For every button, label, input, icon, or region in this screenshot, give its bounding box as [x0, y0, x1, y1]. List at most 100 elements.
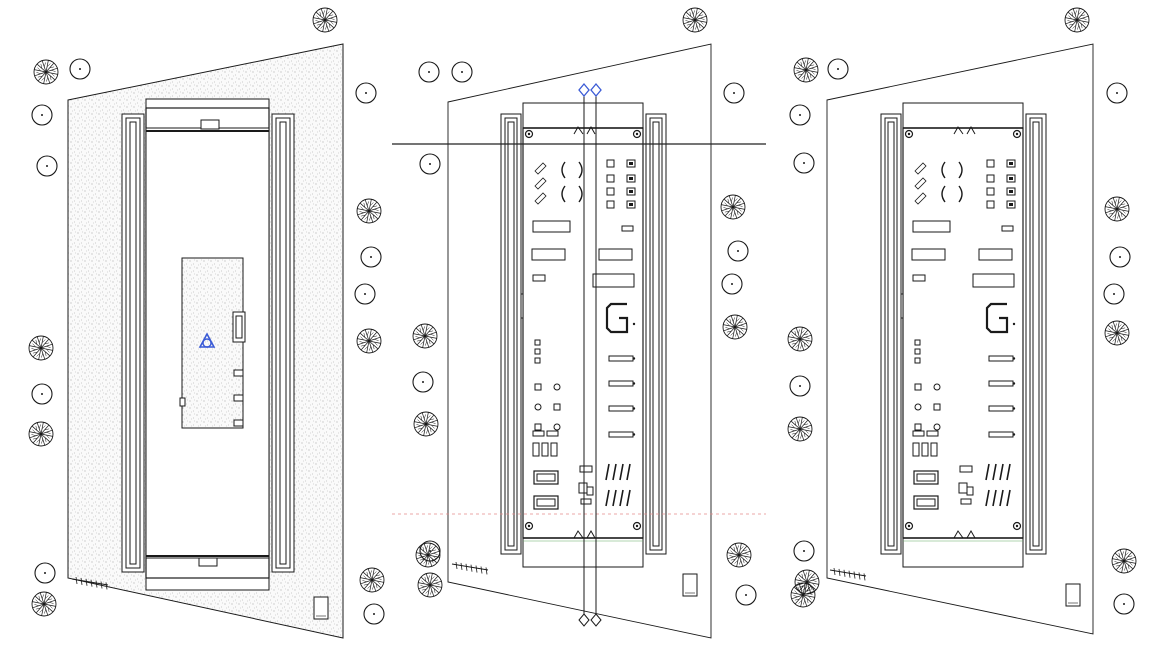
elevation-marker-icon — [682, 573, 698, 597]
rack-icon — [608, 355, 634, 362]
top-door — [200, 119, 220, 130]
locker-icon — [532, 442, 540, 457]
shrub-icon — [412, 371, 434, 393]
fixture-icon — [914, 162, 927, 175]
shrub-icon — [419, 540, 441, 562]
socket-icon — [606, 159, 615, 168]
counter-block — [532, 220, 571, 233]
interior-layout — [500, 102, 667, 568]
shrub-icon — [727, 240, 749, 262]
door-swing-icon — [953, 529, 976, 539]
locker-icon — [921, 442, 929, 457]
locker-icon — [930, 442, 938, 457]
chair-icon — [578, 185, 583, 203]
chair-icon — [561, 161, 566, 179]
shrub-icon — [789, 104, 811, 126]
tree-icon — [356, 198, 382, 224]
socket-icon — [986, 187, 995, 196]
elevation-marker-icon — [578, 613, 602, 627]
small-panel — [532, 274, 546, 282]
rack-icon — [608, 431, 634, 438]
tree-icon — [1111, 548, 1137, 574]
tree-icon — [682, 7, 708, 33]
counter-block — [531, 248, 566, 261]
door-swing-icon — [573, 125, 596, 135]
shrub-icon — [793, 152, 815, 174]
socket-icon — [606, 200, 615, 209]
shrub-icon — [789, 375, 811, 397]
counter-block — [912, 220, 951, 233]
tree-icon — [787, 326, 813, 352]
shrub-icon — [723, 82, 745, 104]
chair-icon — [958, 161, 963, 179]
fixture-icon — [534, 162, 547, 175]
g-fixture — [605, 302, 629, 334]
fixture-icon — [914, 177, 927, 190]
chair-icon — [561, 185, 566, 203]
shrub-icon — [735, 584, 757, 606]
shrub-icon — [1113, 593, 1135, 615]
scale-bar-icon — [451, 561, 489, 575]
tree-icon — [413, 411, 439, 437]
shrub-icon — [451, 61, 473, 83]
g-fixture — [985, 302, 1009, 334]
door-swing-icon — [573, 529, 596, 539]
rack-icon — [988, 431, 1014, 438]
tree-icon — [415, 542, 441, 568]
tree-icon — [412, 323, 438, 349]
chair-icon — [941, 185, 946, 203]
counter-block — [978, 248, 1013, 261]
section-plan-view — [392, 7, 766, 639]
detail-plan-view — [787, 7, 1137, 635]
tree-icon — [356, 328, 382, 354]
shrub-icon — [363, 603, 385, 625]
counter-block — [598, 248, 633, 261]
socket-icon — [606, 174, 615, 183]
scale-bar-icon — [71, 576, 109, 590]
bottom-bar — [522, 537, 644, 568]
fixture-icon — [534, 177, 547, 190]
shrub-icon — [827, 58, 849, 80]
rack-icon — [988, 380, 1014, 387]
bottom-bar — [902, 537, 1024, 568]
tree-icon — [1104, 196, 1130, 222]
rack-icon — [988, 355, 1014, 362]
site-floor-view — [28, 7, 385, 639]
stack-icon — [914, 348, 921, 355]
chair-icon — [958, 185, 963, 203]
elevation-marker-icon — [313, 596, 329, 620]
rack-icon — [608, 380, 634, 387]
tree-icon — [1064, 7, 1090, 33]
shrub-icon — [34, 562, 56, 584]
counter-block — [592, 273, 635, 288]
locker-icon — [541, 442, 549, 457]
door-swing-icon — [953, 125, 976, 135]
shrub-icon — [31, 383, 53, 405]
tree-icon — [417, 572, 443, 598]
tree-icon — [359, 567, 385, 593]
tree-icon — [793, 57, 819, 83]
shrub-icon — [69, 58, 91, 80]
shrub-icon — [418, 61, 440, 83]
chair-icon — [578, 161, 583, 179]
shrub-icon — [354, 283, 376, 305]
socket-icon — [986, 174, 995, 183]
tree-icon — [726, 542, 752, 568]
top-bar — [902, 102, 1024, 129]
tree-icon — [790, 582, 816, 608]
tree-icon — [722, 314, 748, 340]
shrub-icon — [1103, 283, 1125, 305]
tree-icon — [33, 59, 59, 85]
shrub-icon — [36, 155, 58, 177]
socket-icon — [986, 200, 995, 209]
tree-icon — [720, 194, 746, 220]
counter-block — [911, 248, 946, 261]
interior-layout — [880, 102, 1047, 568]
canopy-bottom — [145, 577, 270, 591]
tree-icon — [28, 421, 54, 447]
counter-block — [972, 273, 1015, 288]
locker-icon — [550, 442, 558, 457]
bottom-door — [198, 557, 218, 567]
tree-icon — [31, 591, 57, 617]
